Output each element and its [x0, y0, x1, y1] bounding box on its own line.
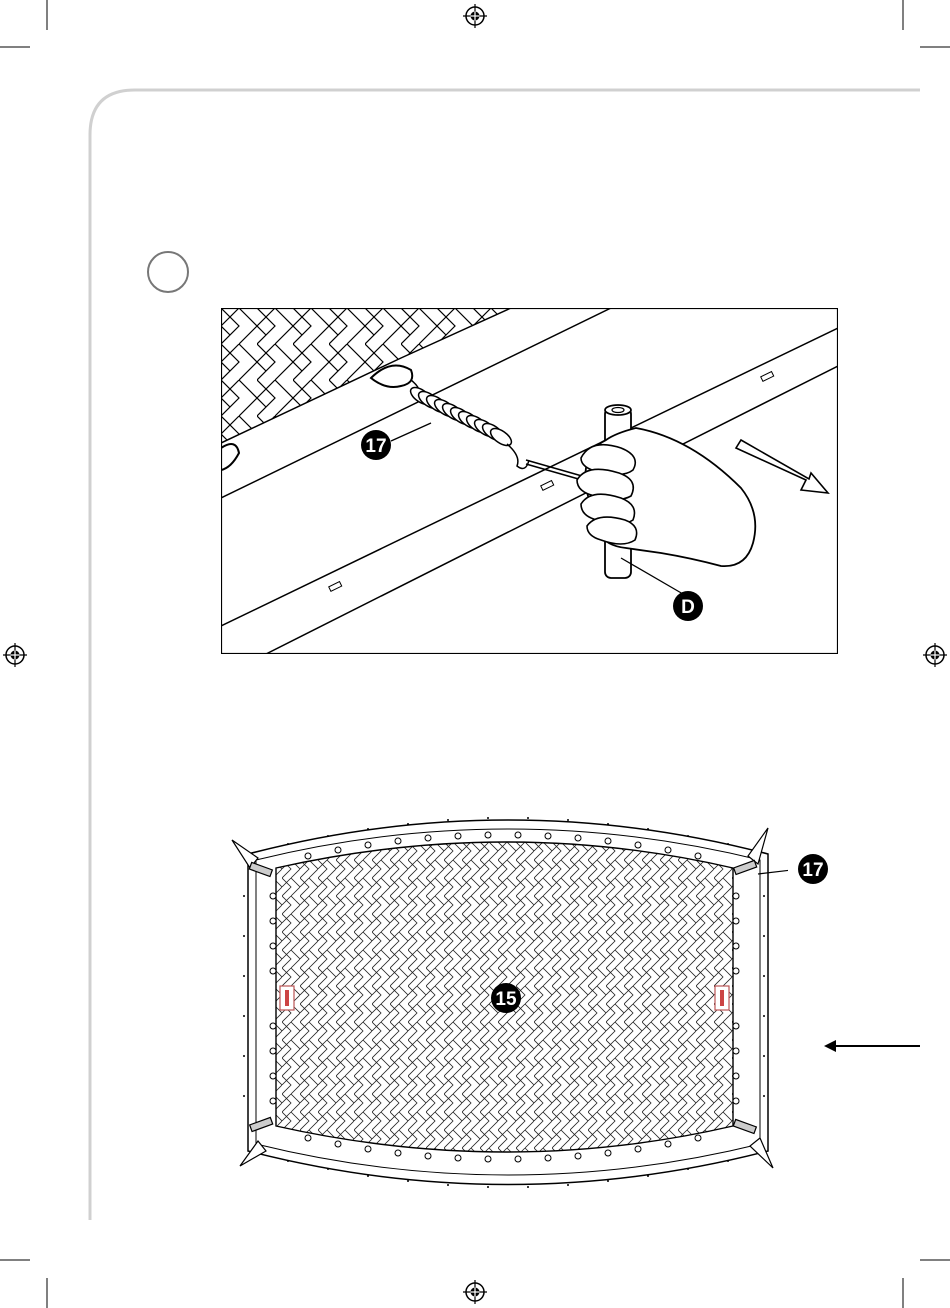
step-circle-icon — [145, 249, 191, 295]
callout-badge-tool: D — [673, 591, 703, 621]
svg-text:15: 15 — [495, 989, 517, 1010]
svg-text:17: 17 — [365, 436, 386, 457]
registration-mark-icon — [463, 4, 487, 28]
registration-mark-icon — [463, 1280, 487, 1304]
callout-badge-mat: 15 — [491, 983, 521, 1013]
callout-badge-spring: 17 — [798, 854, 828, 884]
figure-spring-attach — [221, 308, 838, 654]
callout-badge-spring: 17 — [361, 430, 391, 460]
registration-mark-icon — [923, 643, 947, 667]
svg-text:17: 17 — [802, 860, 823, 881]
svg-text:D: D — [681, 597, 695, 618]
arrow-icon — [822, 1036, 922, 1056]
registration-mark-icon — [3, 643, 27, 667]
